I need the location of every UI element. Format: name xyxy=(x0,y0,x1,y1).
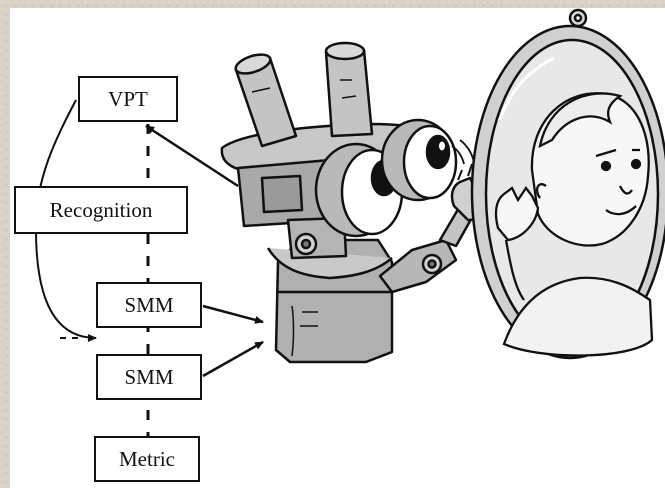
smm-lower-box: SMM xyxy=(96,354,202,400)
metric-box: Metric xyxy=(94,436,200,482)
mirror-icon xyxy=(470,8,665,360)
vpt-box: VPT xyxy=(78,76,178,122)
robot-to-vpt-arrow xyxy=(145,124,239,188)
smm-upper-box: SMM xyxy=(96,282,202,328)
smm-upper-arrow xyxy=(202,304,264,324)
smm-lower-arrow xyxy=(202,340,264,378)
reflection-figure xyxy=(494,92,654,357)
robot-icon xyxy=(220,41,498,364)
recognition-box: Recognition xyxy=(14,186,188,234)
